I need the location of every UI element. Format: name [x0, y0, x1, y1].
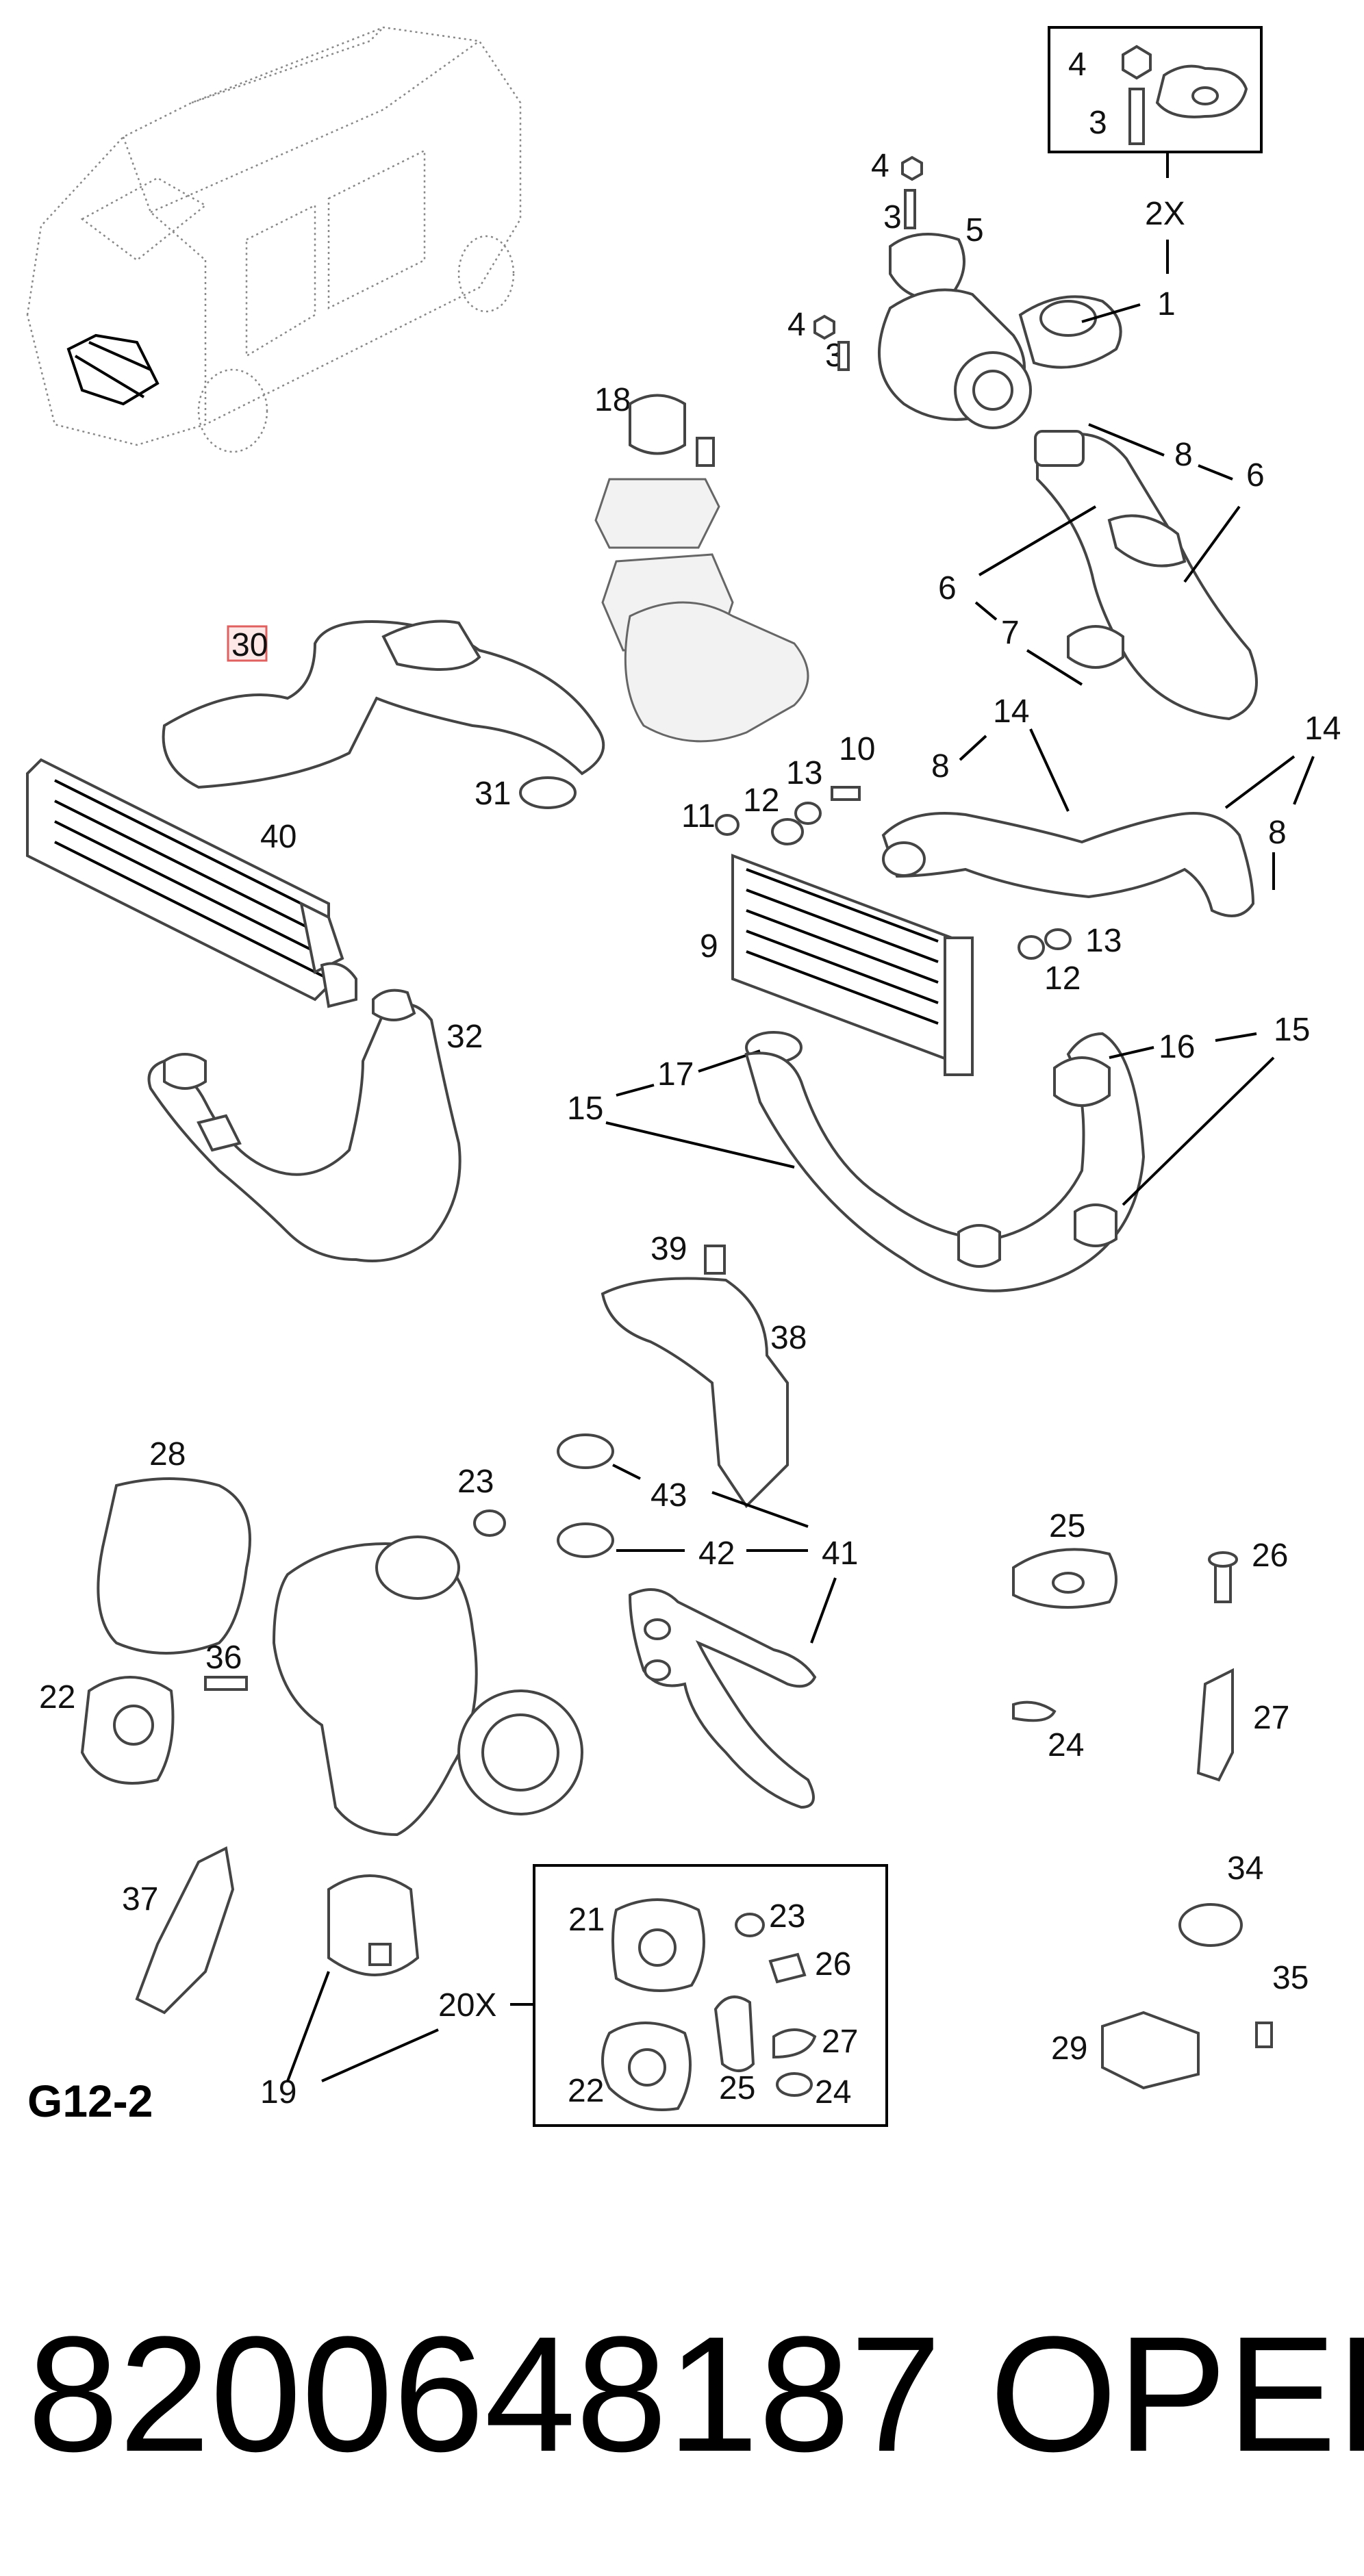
- hose-30-31: 30 31: [162, 620, 605, 812]
- kit-box-20x: 21 23 26 27 22 25 24: [533, 1864, 888, 2127]
- svg-text:10: 10: [839, 731, 875, 767]
- brand-name: OPEL: [989, 2302, 1364, 2486]
- svg-text:23: 23: [457, 1464, 494, 1500]
- svg-text:13: 13: [786, 755, 822, 791]
- svg-text:39: 39: [651, 1231, 687, 1267]
- svg-text:6: 6: [938, 570, 957, 607]
- svg-text:43: 43: [651, 1477, 687, 1514]
- svg-text:30: 30: [231, 627, 268, 663]
- svg-text:15: 15: [567, 1091, 603, 1127]
- svg-text:32: 32: [446, 1019, 483, 1055]
- svg-text:8: 8: [931, 748, 950, 785]
- vehicle-sketch: [26, 26, 522, 453]
- svg-text:29: 29: [1051, 2030, 1087, 2067]
- svg-text:18: 18: [594, 382, 631, 418]
- svg-text:24: 24: [1048, 1727, 1084, 1763]
- svg-text:8: 8: [1268, 815, 1287, 851]
- svg-text:9: 9: [700, 928, 718, 965]
- bracket-38: 39 38: [601, 1231, 807, 1509]
- section-code: G12-2: [27, 2076, 153, 2126]
- svg-text:8: 8: [1174, 437, 1193, 473]
- svg-text:7: 7: [1001, 615, 1020, 651]
- egr-parts-center: 18: [594, 382, 809, 743]
- svg-text:28: 28: [149, 1436, 186, 1472]
- svg-text:40: 40: [260, 819, 296, 855]
- svg-text:12: 12: [1044, 960, 1081, 997]
- svg-text:22: 22: [568, 2073, 604, 2109]
- svg-text:27: 27: [1253, 1700, 1289, 1736]
- svg-text:21: 21: [568, 1902, 605, 1938]
- intercooler-40: 40: [26, 758, 357, 1008]
- svg-text:23: 23: [769, 1898, 805, 1935]
- svg-text:26: 26: [815, 1946, 851, 1982]
- svg-text:38: 38: [770, 1320, 807, 1356]
- svg-text:4: 4: [787, 307, 806, 343]
- charge-air-cooler-9: 11 12 13 10 8 14 14 8 9 13 12: [681, 693, 1341, 1076]
- svg-text:4: 4: [1068, 47, 1087, 83]
- svg-text:25: 25: [1049, 1508, 1085, 1544]
- hose-assembly-15: 17 15 16 15: [567, 1012, 1310, 1292]
- svg-text:22: 22: [39, 1679, 75, 1716]
- svg-text:2X: 2X: [1145, 196, 1185, 232]
- svg-text:12: 12: [743, 782, 779, 819]
- svg-text:13: 13: [1085, 923, 1122, 959]
- svg-text:34: 34: [1227, 1850, 1263, 1887]
- svg-text:20X: 20X: [438, 1987, 496, 2024]
- hose-assembly-upper-right: 8 6 6 7: [938, 423, 1265, 721]
- svg-text:14: 14: [993, 693, 1029, 730]
- svg-text:3: 3: [883, 199, 902, 235]
- svg-text:37: 37: [122, 1881, 158, 1917]
- part-number: 8200648187: [27, 2302, 942, 2486]
- svg-text:17: 17: [657, 1056, 694, 1093]
- svg-text:42: 42: [698, 1535, 735, 1572]
- svg-text:14: 14: [1304, 711, 1341, 747]
- svg-text:26: 26: [1252, 1538, 1288, 1574]
- svg-text:41: 41: [822, 1535, 858, 1572]
- svg-text:25: 25: [719, 2070, 755, 2106]
- clamps-pipe-41: 43 42 41: [557, 1433, 858, 1809]
- svg-text:5: 5: [965, 212, 984, 248]
- svg-text:31: 31: [475, 776, 511, 812]
- svg-text:4: 4: [871, 148, 889, 184]
- svg-text:3: 3: [1089, 105, 1107, 141]
- svg-text:16: 16: [1159, 1029, 1195, 1065]
- kit-box-2x: 4 3 2X: [1048, 26, 1263, 274]
- hose-32: 32: [147, 989, 483, 1262]
- svg-text:24: 24: [815, 2074, 851, 2110]
- turbocharger-top: 4 3 5 4 3 1: [787, 148, 1176, 429]
- svg-text:11: 11: [681, 798, 716, 834]
- svg-text:36: 36: [205, 1640, 242, 1676]
- svg-text:27: 27: [822, 2024, 858, 2060]
- svg-text:6: 6: [1246, 457, 1265, 494]
- svg-text:35: 35: [1272, 1960, 1309, 1996]
- svg-text:15: 15: [1274, 1012, 1310, 1048]
- svg-text:1: 1: [1157, 286, 1176, 322]
- svg-text:19: 19: [260, 2074, 296, 2110]
- small-parts-right: 25 26 24 27 34 35 29: [1012, 1508, 1309, 2090]
- turbocharger-main: 28 23 36 22 37 19 20X: [39, 1436, 583, 2110]
